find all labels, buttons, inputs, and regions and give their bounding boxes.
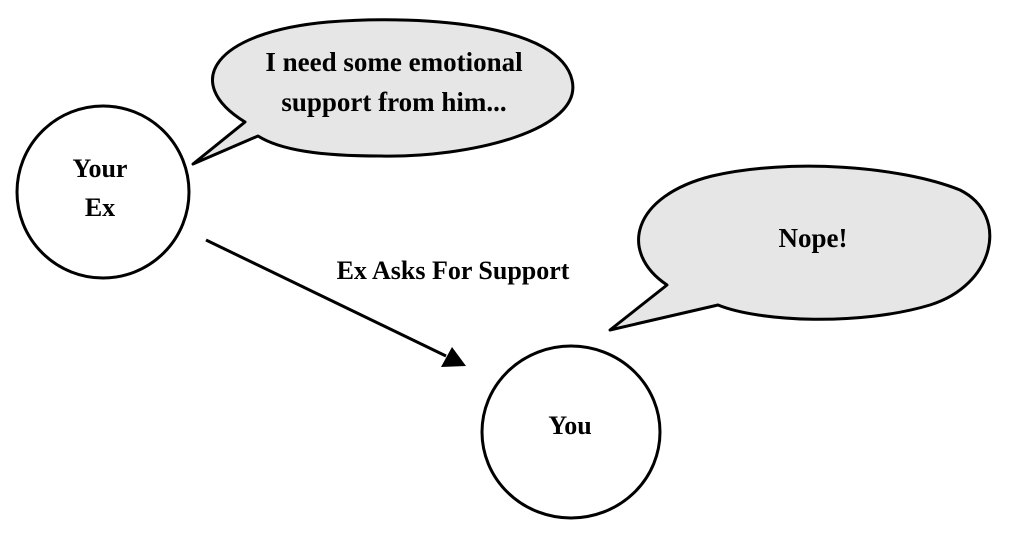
edge-arrow-line — [205, 238, 447, 358]
you-speech-bubble-shape — [608, 164, 992, 332]
node-you: You — [480, 344, 662, 520]
ex-speech-bubble-shape — [191, 18, 575, 166]
you-speech-text: Nope! — [779, 223, 848, 253]
node-your-ex-circle — [15, 104, 191, 280]
arrowhead-icon — [441, 347, 466, 367]
node-your-ex: Your Ex — [15, 104, 191, 280]
node-you-circle — [480, 344, 662, 520]
ex-speech-bubble: I need some emotional support from him..… — [191, 18, 575, 166]
node-you-label: You — [548, 411, 591, 440]
edge-label: Ex Asks For Support — [337, 256, 570, 285]
node-your-ex-line-1: Your — [73, 154, 128, 183]
node-your-ex-line-2: Ex — [85, 193, 115, 222]
ex-speech-line-1: I need some emotional — [265, 47, 523, 77]
ex-speech-line-2: support from him... — [281, 87, 506, 117]
edge-ex-to-you: Ex Asks For Support — [205, 238, 570, 367]
you-speech-bubble: Nope! — [608, 164, 992, 332]
